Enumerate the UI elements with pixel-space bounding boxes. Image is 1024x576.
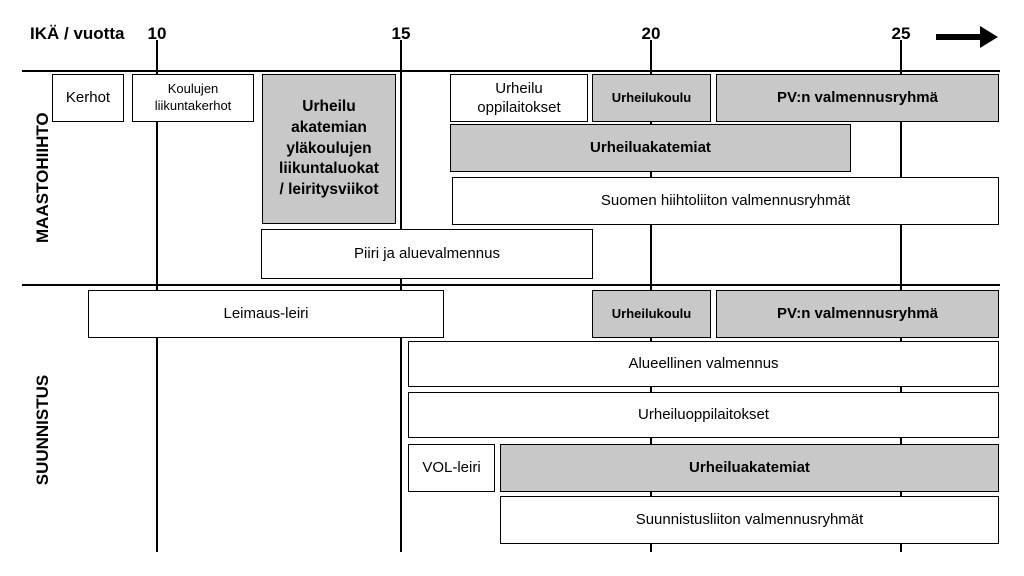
tick-15: 15 [391,24,411,43]
box-urheilu-oppilaitokset: Urheilu oppilaitokset [450,74,588,122]
axis-label: IKÄ / vuotta [30,24,125,43]
top-divider [22,70,1000,72]
box-pv-valmennusryhma: PV:n valmennusryhmä [716,74,999,122]
tick-25: 25 [891,24,911,43]
box-kerhot: Kerhot [52,74,124,122]
box-urheiluakatemiat-suunnistus: Urheiluakatemiat [500,444,999,492]
box-hiihtoliitto-valmennusryhmat: Suomen hiihtoliiton valmennusryhmät [452,177,999,225]
box-urheilukoulu: Urheilukoulu [592,74,711,122]
box-piiri-aluevalmennus: Piiri ja aluevalmennus [261,229,593,279]
section-suunnistus: SUUNNISTUS [33,374,52,486]
box-urheiluakatemian-luokat: Urheilu akatemian yläkoulujen liikuntalu… [262,74,396,224]
box-urheiluoppilaitokset: Urheiluoppilaitokset [408,392,999,438]
box-alueellinen-valmennus: Alueellinen valmennus [408,341,999,387]
box-suunnistusliitto-valmennusryhmat: Suunnistusliiton valmennusryhmät [500,496,999,544]
box-urheiluakatemiat: Urheiluakatemiat [450,124,851,172]
tick-10: 10 [147,24,167,43]
section-divider [22,284,1000,286]
box-urheilukoulu-suunnistus: Urheilukoulu [592,290,711,338]
box-koulujen-liikuntakerhot: Koulujen liikuntakerhot [132,74,254,122]
box-pv-valmennusryhma-suunnistus: PV:n valmennusryhmä [716,290,999,338]
tick-20: 20 [641,24,661,43]
box-leimaus-leiri: Leimaus-leiri [88,290,444,338]
section-maastohiihto: MAASTOHIIHTO [33,112,52,243]
arrow-right-icon [936,26,998,48]
box-vol-leiri: VOL-leiri [408,444,495,492]
